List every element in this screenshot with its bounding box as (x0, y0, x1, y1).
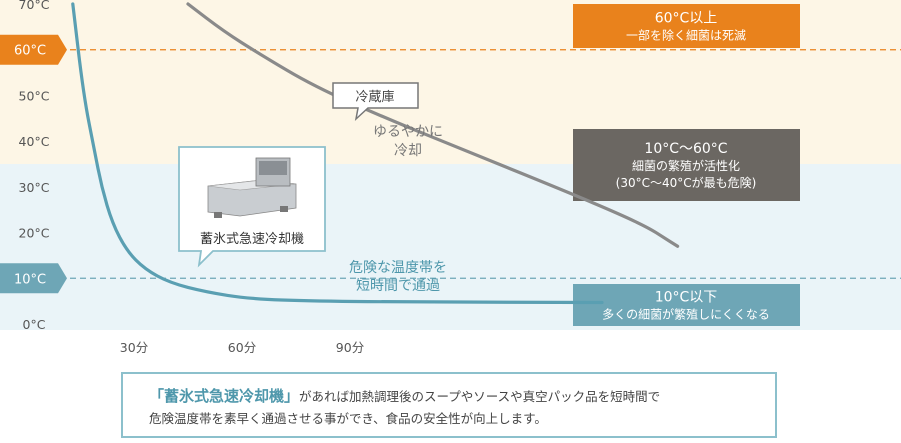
machine-leg-icon (280, 206, 288, 212)
fridge-label: 冷蔵庫 (355, 90, 394, 105)
caption-highlight: 「蓄氷式急速冷却機」 (149, 387, 300, 405)
slow-cool-text: ゆるやかに (373, 124, 443, 140)
slow-cool-text: 冷却 (394, 143, 422, 159)
zone-desc: 細菌の繁殖が活性化 (632, 158, 740, 173)
caption-box: 「蓄氷式急速冷却機」があれば加熱調理後のスープやソースや真空パック品を短時間で … (121, 372, 777, 438)
danger-pass-text: 短時間で通過 (356, 278, 440, 294)
machine-vent-icon (259, 161, 287, 175)
x-tick-label: 60分 (228, 340, 256, 355)
zone-desc: (30°C～40°Cが最も危険) (616, 175, 757, 190)
machine-leg-icon (214, 212, 222, 218)
series-line-0 (71, 2, 604, 305)
zone-title: 10°C以下 (655, 290, 718, 306)
y-tick-label: 0°C (23, 317, 46, 332)
caption-line-2: 危険温度帯を素早く通過させる事ができ、食品の安全性が向上します。 (149, 411, 547, 426)
fridge-callout (332, 82, 419, 122)
machine-label: 蓄氷式急速冷却機 (200, 232, 304, 247)
zone-box (573, 4, 800, 48)
ref-flag-10 (0, 263, 67, 294)
x-tick-label: 90分 (336, 340, 364, 355)
y-tick-label: 20°C (19, 226, 50, 241)
caption-line-1-rest: があれば加熱調理後のスープやソースや真空パック品を短時間で (299, 389, 661, 404)
zone-title: 10°C～60°C (644, 141, 727, 157)
y-tick-label: 70°C (19, 0, 50, 12)
x-tick-label: 30分 (120, 340, 148, 355)
y-tick-label: 50°C (19, 88, 50, 103)
zone-title: 60°C以上 (655, 11, 718, 27)
caption-line-1: 「蓄氷式急速冷却機」があれば加熱調理後のスープやソースや真空パック品を短時間で (149, 385, 775, 408)
zone-desc: 多くの細菌が繁殖しにくくなる (602, 307, 770, 322)
ref-flag-label-60: 60°C (14, 44, 46, 59)
zone-desc: 一部を除く細菌は死滅 (626, 28, 746, 43)
series-line-1 (186, 2, 680, 248)
ref-flag-60 (0, 34, 67, 65)
zone-box (573, 129, 800, 201)
y-tick-label: 40°C (19, 134, 50, 149)
zone-box (573, 284, 800, 326)
ref-flag-label-10: 10°C (14, 272, 46, 287)
y-tick-label: 30°C (19, 180, 50, 195)
danger-pass-text: 危険な温度帯を (349, 260, 447, 276)
